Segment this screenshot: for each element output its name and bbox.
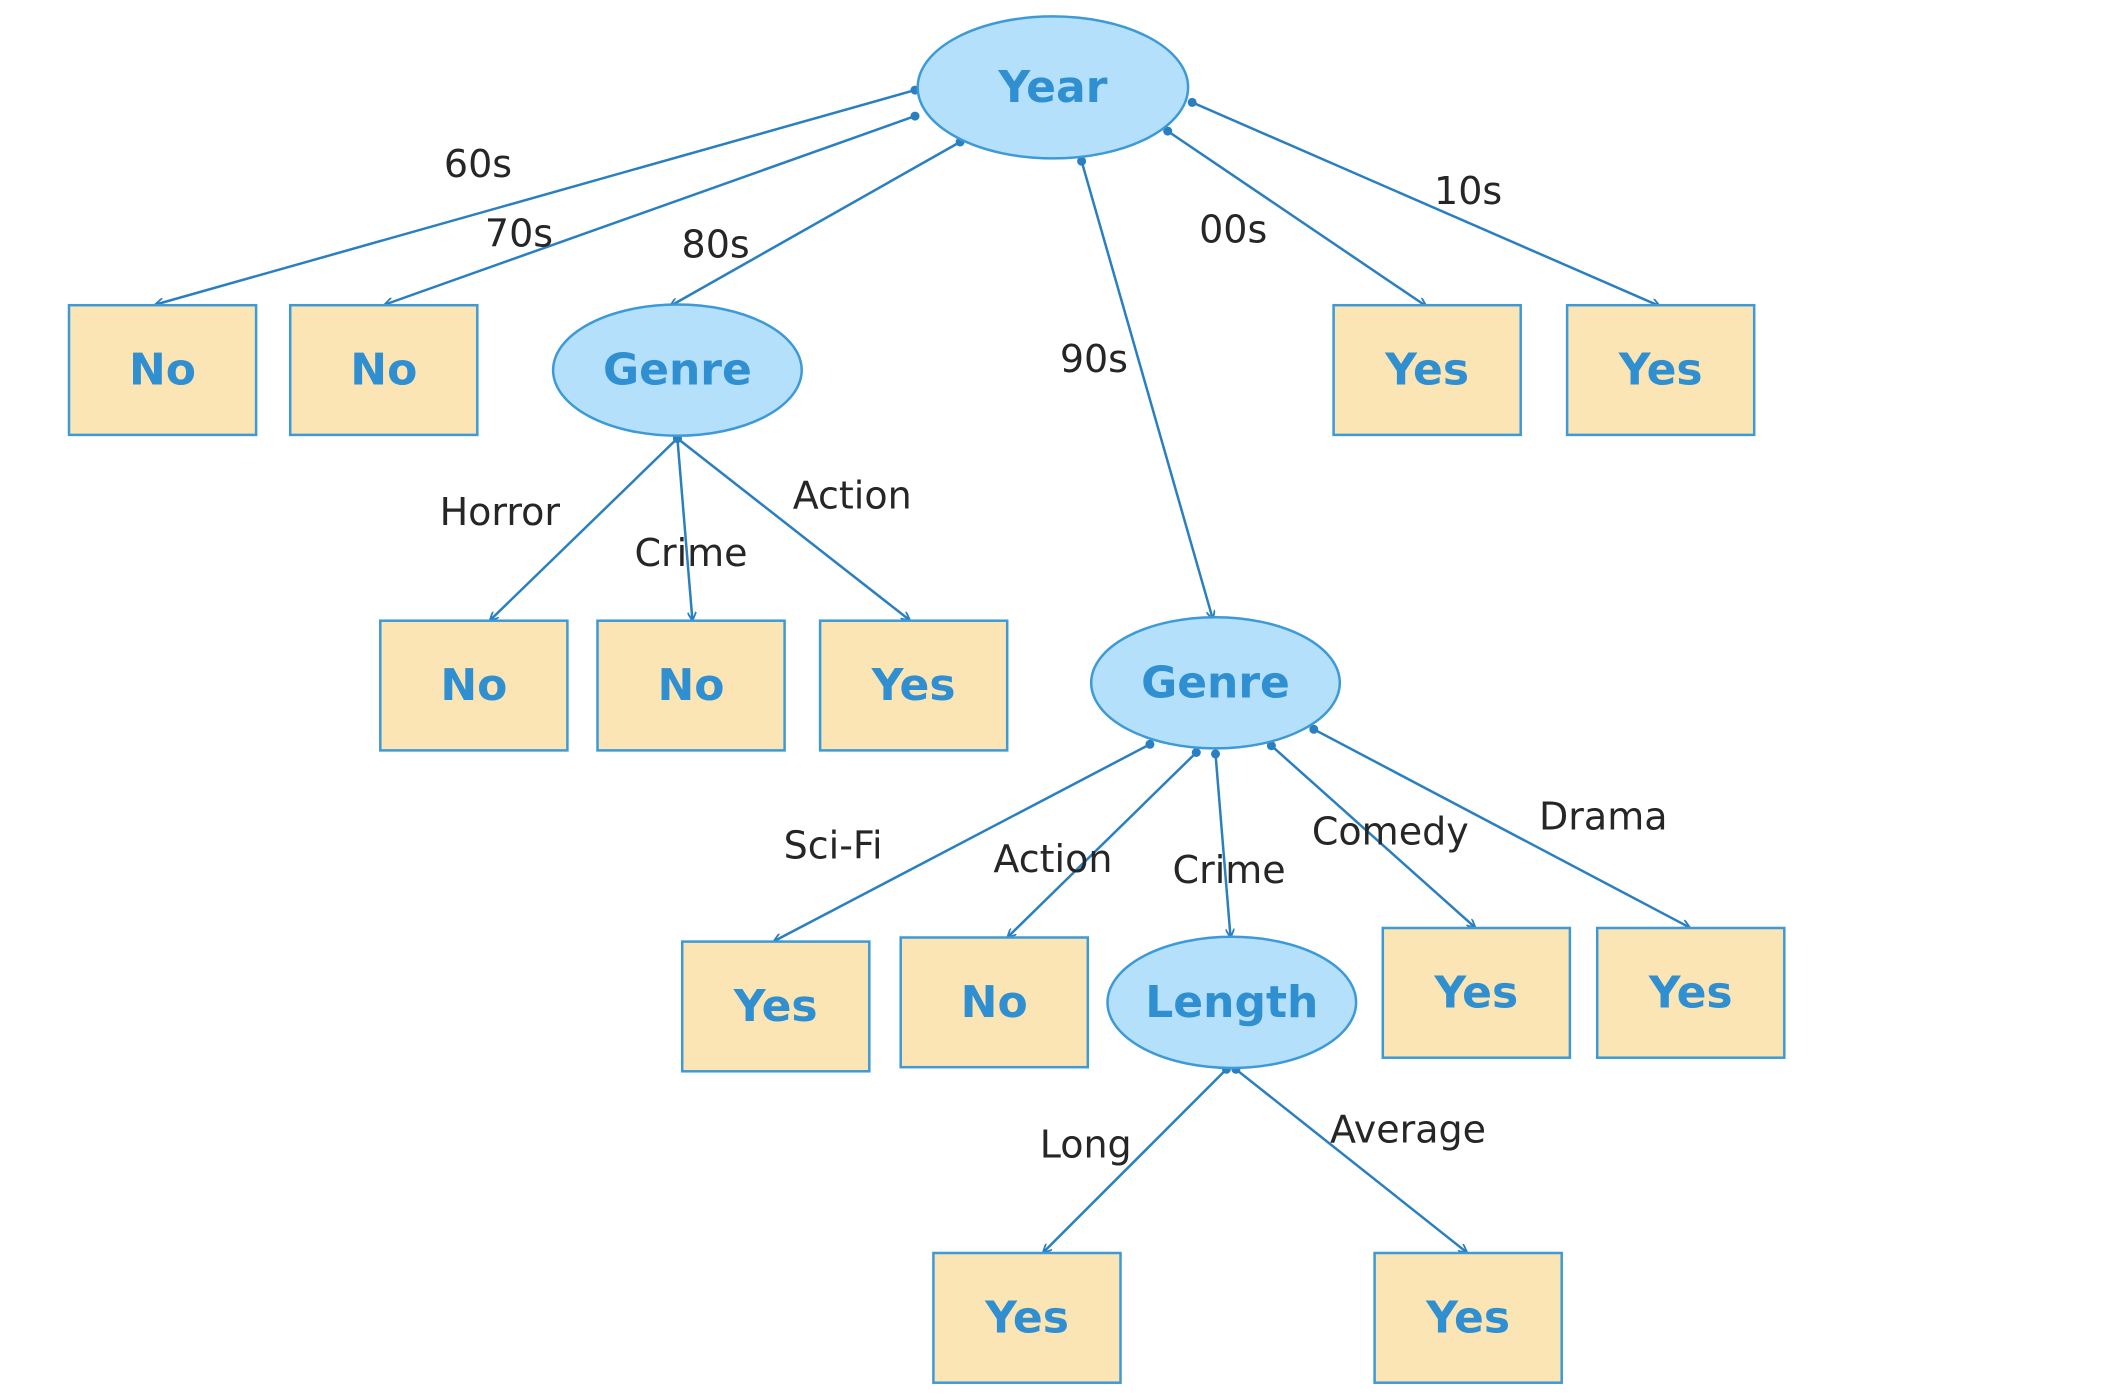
- leaf-box: [1373, 1251, 1563, 1384]
- edge-genre-90s-to-leaf-90s-drama: [1313, 728, 1690, 927]
- edge-label: Long: [1040, 1122, 1132, 1166]
- leaf-node-leaf-70s: No: [288, 303, 479, 437]
- edge-genre-90s-to-leaf-90s-action: [1008, 751, 1198, 937]
- edge-genre-90s-to-leaf-90s-comedy: [1270, 744, 1475, 928]
- edge-label: 80s: [682, 223, 750, 267]
- leaf-box: [680, 940, 871, 1073]
- decision-node-length: Length: [1106, 935, 1358, 1070]
- edge-year-to-leaf-10s: [1191, 101, 1659, 306]
- edge-label: Crime: [634, 531, 747, 575]
- leaf-box: [818, 619, 1009, 752]
- edge-genre-80s-to-leaf-80s-action: [676, 437, 909, 620]
- leaf-box: [379, 619, 569, 752]
- decision-node-year: Year: [916, 15, 1190, 160]
- edge-origin-dot: [1191, 748, 1201, 757]
- edge-label: 00s: [1199, 207, 1267, 251]
- node-label: Genre: [1141, 657, 1290, 708]
- leaf-box: [1381, 926, 1572, 1059]
- node-label: No: [350, 345, 417, 396]
- edge-label: 10s: [1434, 169, 1502, 213]
- decision-ellipse: [551, 303, 803, 437]
- edge-label: Average: [1330, 1107, 1486, 1151]
- edge-label: 60s: [444, 142, 512, 186]
- decision-ellipse: [916, 15, 1190, 160]
- edge-origin-dot: [1211, 749, 1220, 759]
- leaf-node-leaf-80s-crime: No: [596, 619, 786, 752]
- leaf-node-leaf-90s-drama: Yes: [1595, 926, 1786, 1059]
- leaf-box: [1332, 303, 1522, 437]
- leaf-box: [596, 619, 786, 752]
- leaf-node-leaf-length-average: Yes: [1373, 1251, 1563, 1384]
- node-label: Length: [1145, 977, 1318, 1028]
- edge-label: 90s: [1060, 337, 1128, 381]
- edge-origin-dot: [1077, 156, 1087, 166]
- node-label: Yes: [1384, 345, 1469, 396]
- edge-year-to-leaf-00s: [1166, 130, 1426, 306]
- edge-year-to-genre-90s: [1080, 160, 1213, 619]
- leaf-box: [1565, 303, 1756, 437]
- edge-label: Comedy: [1312, 810, 1469, 854]
- leaf-node-leaf-80s-action: Yes: [818, 619, 1009, 752]
- node-label: Yes: [733, 981, 818, 1032]
- edge-length-to-leaf-length-average: [1235, 1068, 1467, 1252]
- edge-label: Crime: [1173, 848, 1286, 892]
- edge-origin-dot: [1187, 97, 1197, 107]
- edge-genre-80s-to-leaf-80s-crime: [676, 438, 692, 620]
- decision-node-genre-80s: Genre: [551, 303, 803, 437]
- leaf-node-leaf-10s: Yes: [1565, 303, 1756, 437]
- edge-label: Action: [993, 837, 1112, 881]
- decision-ellipse: [1106, 935, 1358, 1070]
- decision-ellipse: [1089, 615, 1342, 750]
- node-label: Yes: [984, 1292, 1069, 1343]
- edge-genre-90s-to-leaf-90s-scifi: [774, 743, 1151, 941]
- leaf-node-leaf-00s: Yes: [1332, 303, 1522, 437]
- node-label: No: [129, 345, 196, 396]
- node-label: No: [440, 660, 507, 711]
- leaf-box: [67, 303, 258, 437]
- edge-year-to-leaf-60s: [156, 88, 916, 304]
- node-label: Year: [997, 62, 1107, 113]
- decision-node-genre-90s: Genre: [1089, 615, 1342, 750]
- node-label: No: [961, 977, 1028, 1028]
- edge-year-to-genre-80s: [671, 140, 961, 306]
- node-label: Yes: [1433, 967, 1518, 1018]
- node-label: Yes: [1425, 1292, 1510, 1343]
- edge-label: 70s: [485, 212, 553, 256]
- leaf-node-leaf-90s-comedy: Yes: [1381, 926, 1572, 1059]
- node-label: Yes: [1618, 345, 1703, 396]
- leaf-node-leaf-60s: No: [67, 303, 258, 437]
- leaf-box: [288, 303, 479, 437]
- edge-origin-dot: [1309, 724, 1319, 734]
- node-label: Yes: [1648, 967, 1733, 1018]
- edge-genre-90s-to-length: [1214, 753, 1231, 937]
- edge-length-to-leaf-length-long: [1043, 1068, 1228, 1252]
- edge-label: Horror: [440, 490, 561, 534]
- node-label: Yes: [871, 660, 956, 711]
- edge-label: Action: [793, 474, 912, 518]
- leaf-node-leaf-90s-action: No: [899, 936, 1090, 1069]
- node-label: No: [657, 660, 724, 711]
- edge-genre-80s-to-leaf-80s-horror: [490, 437, 679, 620]
- leaf-node-leaf-80s-horror: No: [379, 619, 569, 752]
- edge-origin-dot: [1145, 739, 1155, 749]
- node-label: Genre: [603, 345, 752, 396]
- edge-origin-dot: [910, 111, 920, 121]
- leaf-box: [932, 1251, 1122, 1384]
- edge-year-to-leaf-70s: [385, 114, 916, 304]
- leaf-box: [1595, 926, 1786, 1059]
- leaf-node-leaf-length-long: Yes: [932, 1251, 1122, 1384]
- edge-label: Drama: [1539, 795, 1667, 839]
- edge-label: Sci-Fi: [784, 823, 883, 867]
- edge-origin-dot: [1163, 126, 1173, 136]
- leaf-node-leaf-90s-scifi: Yes: [680, 940, 871, 1073]
- leaf-box: [899, 936, 1090, 1069]
